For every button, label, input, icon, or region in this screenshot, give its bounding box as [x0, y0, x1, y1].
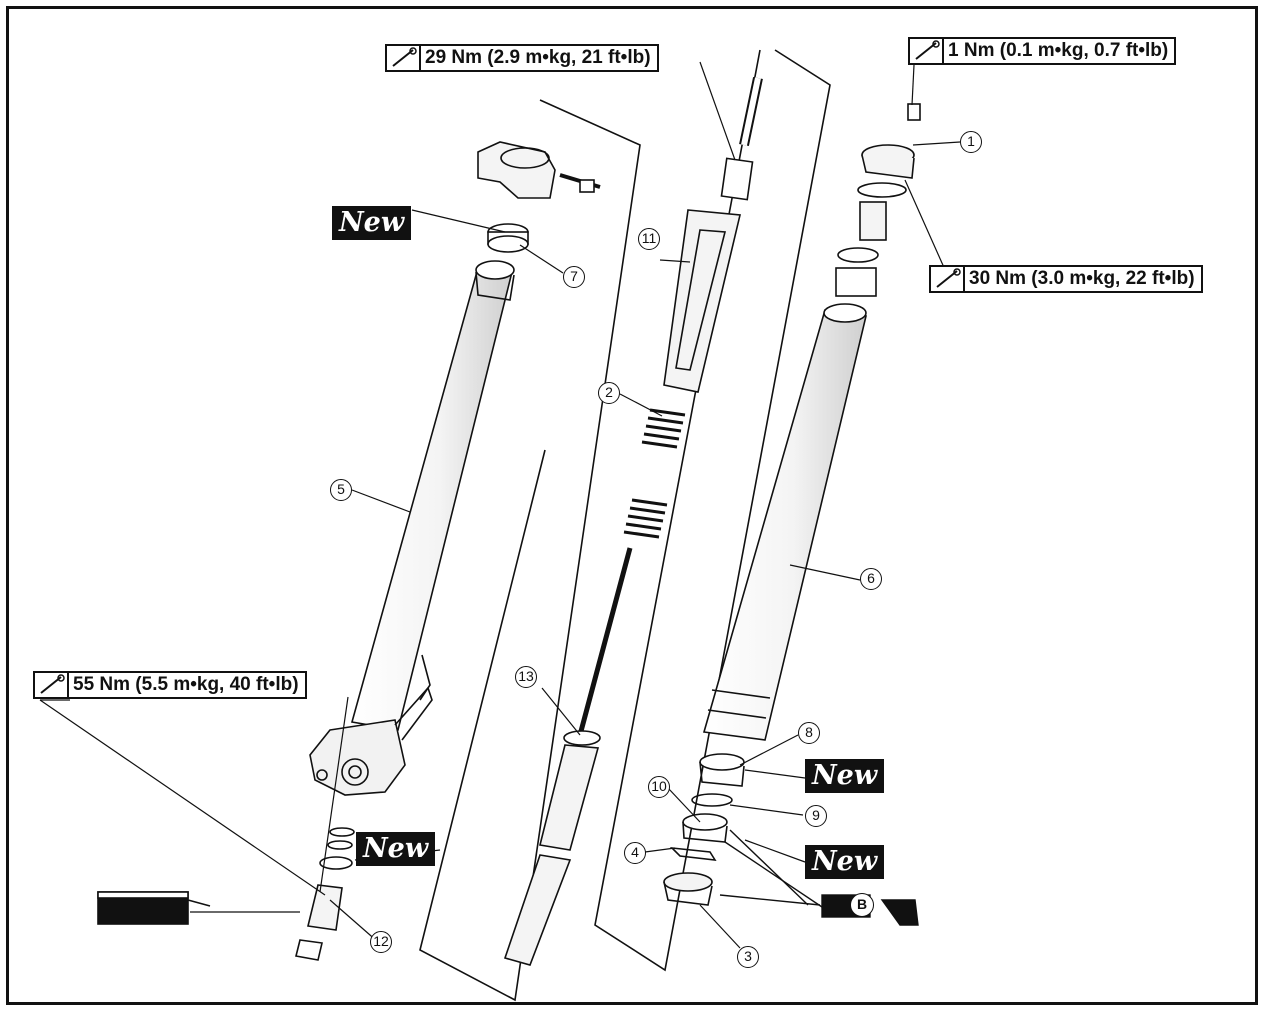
cartridge-11: [663, 76, 763, 393]
torque-spec-text: 55 Nm (5.5 m•kg, 40 ft•lb): [73, 674, 299, 695]
cap-bolt-1: [835, 103, 921, 297]
callout-5: 5: [330, 479, 352, 501]
callout-3: 3: [737, 946, 759, 968]
spring-2: [623, 408, 686, 539]
threadlock-tube: [97, 891, 300, 925]
callout-1: 1: [960, 131, 982, 153]
callout-10: 10: [648, 776, 670, 798]
axle-bracket: [309, 686, 433, 796]
torque-spec-55nm: 55 Nm (5.5 m•kg, 40 ft•lb): [33, 671, 307, 699]
grease-type-label: B: [850, 893, 874, 917]
leader-lines: [39, 61, 961, 949]
callout-2: 2: [598, 382, 620, 404]
torque-wrench-icon: [37, 673, 69, 697]
torque-spec-29nm: 29 Nm (2.9 m•kg, 21 ft•lb): [385, 44, 659, 72]
torque-spec-30nm: 30 Nm (3.0 m•kg, 22 ft•lb): [929, 265, 1203, 293]
callout-6: 6: [860, 568, 882, 590]
right-bracket: [594, 49, 831, 972]
inner-tube-6: [702, 303, 867, 741]
callout-9: 9: [805, 805, 827, 827]
torque-spec-text: 30 Nm (3.0 m•kg, 22 ft•lb): [969, 268, 1195, 289]
torque-wrench-icon: [912, 39, 944, 63]
diagram-frame: [6, 6, 1258, 1005]
callout-7: 7: [563, 266, 585, 288]
callout-12: 12: [370, 931, 392, 953]
new-part-badge: New: [332, 206, 412, 240]
new-part-badge: New: [805, 845, 885, 879]
callout-13: 13: [515, 666, 537, 688]
new-part-badge: New: [805, 759, 885, 793]
torque-spec-1nm: 1 Nm (0.1 m•kg, 0.7 ft•lb): [908, 37, 1177, 65]
center-bracket: [419, 99, 641, 1002]
outer-tube: [350, 260, 515, 731]
callout-8: 8: [798, 722, 820, 744]
torque-spec-text: 1 Nm (0.1 m•kg, 0.7 ft•lb): [948, 40, 1169, 61]
torque-spec-text: 29 Nm (2.9 m•kg, 21 ft•lb): [425, 47, 651, 68]
torque-wrench-icon: [389, 46, 421, 70]
top-clamp: [477, 141, 601, 199]
callout-4: 4: [624, 842, 646, 864]
new-part-badge: New: [356, 832, 436, 866]
damper-rod-13: [503, 547, 633, 966]
base-valve-12: [295, 827, 355, 961]
lower-seals: [663, 753, 745, 906]
callout-11: 11: [638, 228, 660, 250]
torque-wrench-icon: [933, 267, 965, 291]
